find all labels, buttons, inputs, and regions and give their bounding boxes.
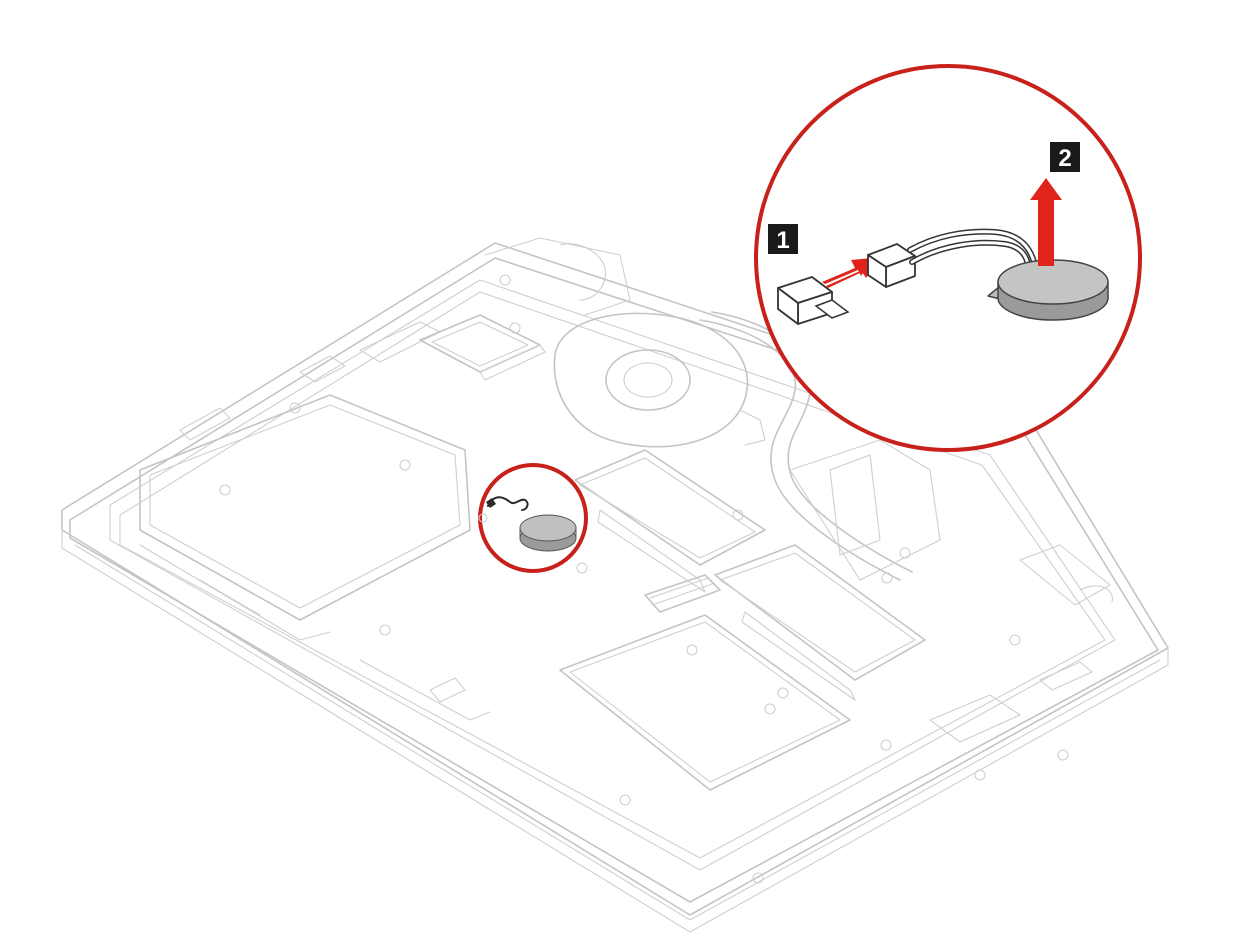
step-1-label: 1 [776,227,789,254]
fan-icon [605,349,691,411]
board-socket-icon [777,276,850,325]
lift-arrow-icon [1030,178,1062,266]
step-badge-2: 2 [1050,142,1080,172]
battery-connector-icon [867,243,916,288]
battery-location-highlight [478,463,588,573]
step-badge-1: 1 [768,224,798,254]
coin-cell-battery-icon [987,259,1109,321]
coin-cell-battery-icon [519,514,577,552]
step-2-label: 2 [1058,145,1071,172]
detail-callout [754,64,1142,452]
push-arrow-icon [822,258,878,288]
